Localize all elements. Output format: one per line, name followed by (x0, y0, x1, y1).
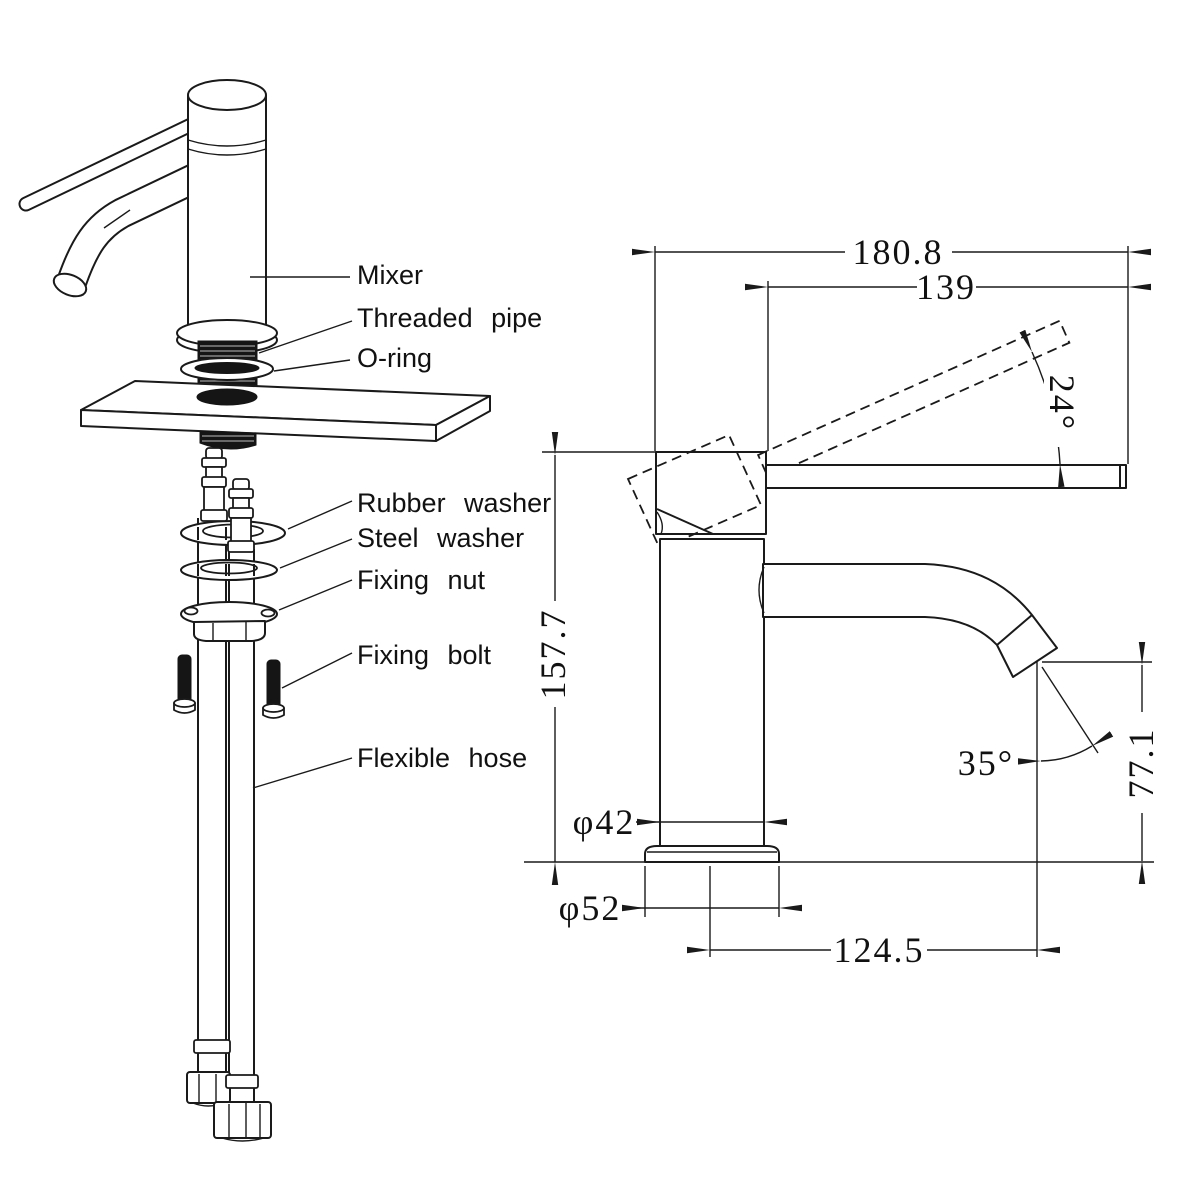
label-fixing-nut: Fixing nut (357, 565, 486, 595)
dim-total-height-text: 157.7 (533, 609, 573, 700)
side-handle-bar (765, 464, 1127, 489)
label-mixer: Mixer (357, 260, 423, 290)
handle-base-rotated-dashed (626, 433, 763, 551)
dim-base-diameter-text: φ52 (559, 888, 622, 928)
dim-spout-reach: 124.5 (687, 866, 1060, 970)
label-steel-washer: Steel washer (357, 523, 524, 553)
side-spout (758, 563, 1058, 678)
dim-outlet-height-text: 77.1 (1121, 728, 1161, 799)
dim-body-diameter-text: φ42 (573, 802, 636, 842)
dim-outlet-height: 77.1 (1042, 642, 1161, 884)
dim-total-height: 157.7 (533, 432, 658, 885)
dim-base-diameter: φ52 (559, 866, 802, 928)
label-rubber-washer: Rubber washer (357, 488, 551, 518)
threaded-pipe-lower (199, 430, 257, 450)
mixer-spout (52, 156, 219, 298)
side-base-flange (644, 845, 780, 863)
mixer-body (187, 79, 267, 331)
side-body-column (659, 538, 765, 848)
dim-overall-depth: 180.8 (632, 232, 1151, 464)
o-ring (180, 357, 274, 381)
dim-handle-reach-text: 139 (916, 267, 976, 307)
mixer-handle (18, 104, 226, 212)
fixing-nut (180, 601, 278, 642)
dim-handle-reach: 139 (745, 267, 1151, 451)
dim-body-diameter: φ42 (573, 802, 787, 842)
dim-handle-angle: 24° (1019, 329, 1082, 488)
hose-connectors (200, 447, 255, 553)
steel-washer (180, 559, 278, 581)
exploded-view: Mixer Threaded pipe O-ring Rubber washer… (18, 79, 551, 1142)
dim-overall-depth-text: 180.8 (853, 232, 944, 272)
label-flexible-hose: Flexible hose (357, 743, 527, 773)
dim-outlet-angle: 35° (958, 662, 1114, 957)
mounting-plate (80, 380, 491, 442)
dim-handle-angle-text: 24° (1042, 375, 1082, 431)
dimension-view: 180.8 139 24° 157.7 (524, 232, 1161, 970)
dim-spout-reach-text: 124.5 (834, 930, 925, 970)
handle-lever-raised-dashed (756, 319, 1071, 479)
hose-end-nuts (186, 1039, 272, 1142)
label-fixing-bolt: Fixing bolt (357, 640, 492, 670)
leader-lines (250, 276, 353, 789)
fixing-bolts (173, 654, 285, 719)
label-o-ring: O-ring (357, 343, 432, 373)
label-threaded-pipe: Threaded pipe (357, 303, 542, 333)
dim-outlet-angle-text: 35° (958, 743, 1014, 783)
